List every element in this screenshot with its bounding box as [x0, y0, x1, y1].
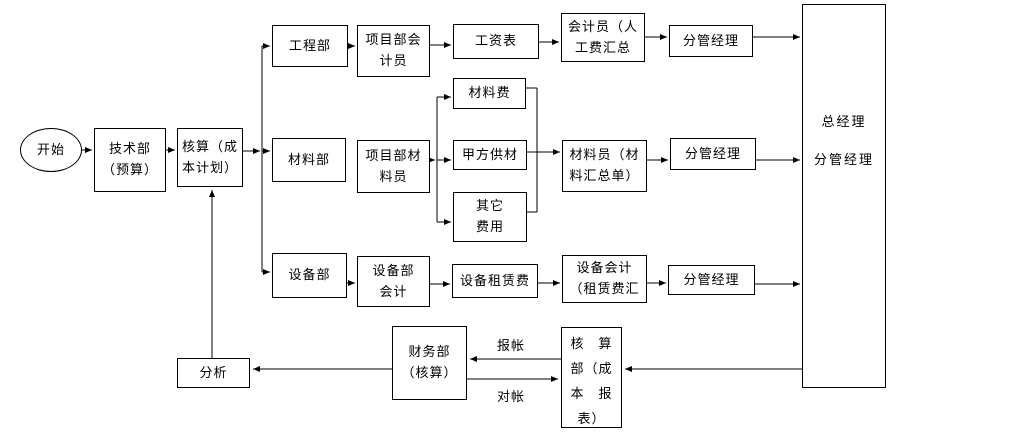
edge-label-duizhang: 对帐 — [497, 390, 526, 405]
node-start: 开始 — [20, 128, 82, 172]
node-engineering-dept: 工程部 — [272, 25, 348, 67]
node-manager-mid: 分管经理 — [670, 138, 756, 170]
node-analysis: 分析 — [177, 358, 250, 388]
node-equipment-accountant-rental: 设备会计 （租赁费汇 — [562, 255, 647, 303]
edge-label-baozhang: 报帐 — [497, 339, 526, 354]
node-payroll-sheet: 工资表 — [453, 24, 539, 59]
node-equipment-dept-accountant: 设备部 会计 — [357, 256, 430, 307]
node-equipment-rental-fee: 设备租赁费 — [452, 264, 538, 298]
node-project-dept-material-clerk: 项目部材 料员 — [357, 140, 430, 193]
node-project-dept-accountant: 项目部会 计员 — [357, 25, 430, 77]
node-finance-dept: 财务部 （核算） — [392, 326, 467, 400]
node-accounting-dept-report: 核 算 部（成 本 报 表） — [561, 327, 622, 428]
node-owner-supplied-material: 甲方供材 — [453, 140, 527, 170]
node-equipment-dept: 设备部 — [272, 253, 347, 298]
node-material-fee: 材料费 — [453, 78, 526, 109]
node-general-manager: 总经理 分管经理 — [802, 4, 886, 388]
node-manager-bottom: 分管经理 — [668, 265, 755, 295]
node-manager-top: 分管经理 — [669, 25, 753, 57]
node-accountant-labor-summary: 会计员（人 工费汇总 — [561, 13, 645, 62]
node-material-dept: 材料部 — [272, 138, 346, 182]
node-tech-dept: 技术部 （预算） — [94, 128, 166, 192]
node-material-clerk-summary: 材料员（材 料汇总单） — [562, 140, 647, 192]
node-other-fee: 其它 费用 — [453, 192, 527, 242]
node-cost-plan: 核算（成 本计划） — [177, 128, 243, 187]
